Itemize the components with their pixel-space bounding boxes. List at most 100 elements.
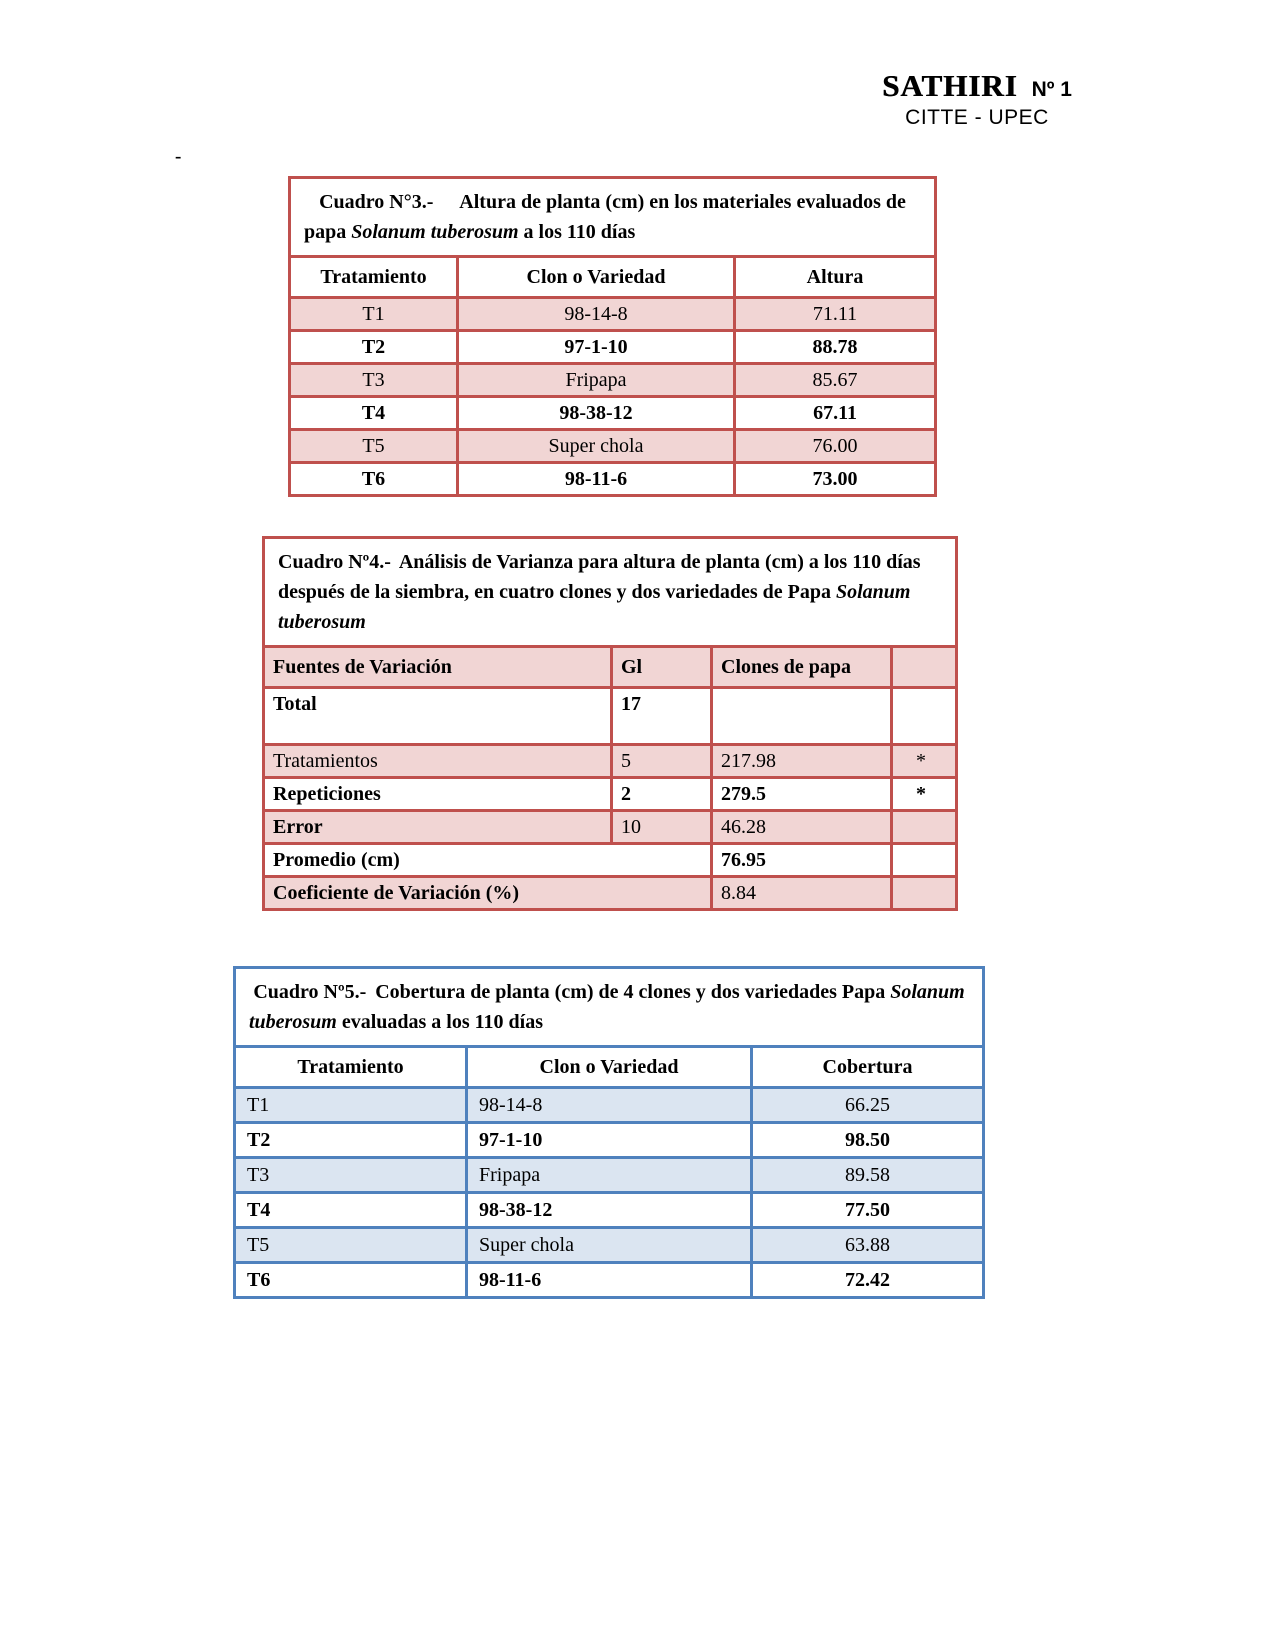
cuadro-4-title-text: Análisis de Varianza para altura de plan… bbox=[278, 551, 921, 603]
cell-fuente: Total bbox=[262, 686, 613, 746]
cuadro-5-table: Cuadro Nº5.- Cobertura de planta (cm) de… bbox=[232, 966, 986, 1299]
cell-tratamiento: T5 bbox=[288, 428, 459, 464]
cell-clon: 97-1-10 bbox=[465, 1121, 753, 1159]
cell-altura: 88.78 bbox=[732, 329, 938, 365]
anova-row-coeficiente: Coeficiente de Variación (%) 8.84 bbox=[262, 875, 959, 911]
cuadro-5-header-row: Tratamiento Clon o Variedad Cobertura bbox=[233, 1045, 986, 1089]
cell-tratamiento: T4 bbox=[233, 1191, 468, 1229]
cuadro-3-table: Cuadro N°3.- Altura de planta (cm) en lo… bbox=[287, 176, 938, 497]
table-row: T1 98-14-8 66.25 bbox=[233, 1086, 986, 1124]
cell-valor bbox=[710, 686, 893, 746]
cuadro-4-title-row: Cuadro Nº4.- Análisis de Varianza para a… bbox=[261, 536, 959, 648]
cell-valor: 8.84 bbox=[710, 875, 893, 911]
cell-gl: 17 bbox=[610, 686, 713, 746]
cell-clon: Super chola bbox=[456, 428, 736, 464]
cell-significancia: * bbox=[889, 776, 959, 812]
cuadro-3-container: Cuadro N°3.- Altura de planta (cm) en lo… bbox=[287, 176, 938, 497]
cuadro-3-title-row: Cuadro N°3.- Altura de planta (cm) en lo… bbox=[287, 176, 938, 258]
cell-clon: 98-38-12 bbox=[456, 395, 736, 431]
col-header-clon: Clon o Variedad bbox=[465, 1045, 753, 1089]
table-row: T4 98-38-12 77.50 bbox=[233, 1191, 986, 1229]
cell-cobertura: 89.58 bbox=[749, 1156, 986, 1194]
cell-fuente: Tratamientos bbox=[262, 743, 613, 779]
cell-significancia: * bbox=[889, 743, 959, 779]
cell-altura: 76.00 bbox=[732, 428, 938, 464]
anova-row-error: Error 10 46.28 bbox=[262, 809, 959, 845]
table-row: T5 Super chola 63.88 bbox=[233, 1226, 986, 1264]
cell-tratamiento: T5 bbox=[233, 1226, 468, 1264]
cell-clon: Fripapa bbox=[456, 362, 736, 398]
cuadro-3-title-tail: a los 110 días bbox=[523, 221, 636, 243]
table-row: T2 97-1-10 88.78 bbox=[288, 329, 938, 365]
cuadro-3-title-species: Solanum tuberosum bbox=[351, 221, 519, 243]
table-row: T4 98-38-12 67.11 bbox=[288, 395, 938, 431]
cell-cobertura: 98.50 bbox=[749, 1121, 986, 1159]
cell-tratamiento: T3 bbox=[233, 1156, 468, 1194]
cuadro-5-title-label: Cuadro Nº5.- bbox=[253, 981, 367, 1003]
cell-tratamiento: T2 bbox=[233, 1121, 468, 1159]
journal-title: SATHIRI bbox=[882, 68, 1018, 103]
cell-valor: 46.28 bbox=[710, 809, 893, 845]
institution-label: CITTE - UPEC bbox=[905, 106, 1049, 129]
cell-altura: 85.67 bbox=[732, 362, 938, 398]
cuadro-4-title-label: Cuadro Nº4.- bbox=[278, 551, 391, 573]
anova-row-repeticiones: Repeticiones 2 279.5 * bbox=[262, 776, 959, 812]
cell-tratamiento: T6 bbox=[233, 1261, 468, 1299]
table-row: T2 97-1-10 98.50 bbox=[233, 1121, 986, 1159]
col-header-tratamiento: Tratamiento bbox=[288, 255, 459, 299]
table-row: T3 Fripapa 89.58 bbox=[233, 1156, 986, 1194]
cell-cobertura: 66.25 bbox=[749, 1086, 986, 1124]
cuadro-5-title-text: Cobertura de planta (cm) de 4 clones y d… bbox=[375, 981, 886, 1003]
cuadro-4-header-row: Fuentes de Variación Gl Clones de papa bbox=[262, 645, 959, 689]
cuadro-4-title: Cuadro Nº4.- Análisis de Varianza para a… bbox=[261, 536, 959, 648]
cell-tratamiento: T3 bbox=[288, 362, 459, 398]
col-header-sig bbox=[889, 645, 959, 689]
cell-cobertura: 72.42 bbox=[749, 1261, 986, 1299]
cell-gl: 10 bbox=[610, 809, 713, 845]
cell-valor: 76.95 bbox=[710, 842, 893, 878]
cell-gl: 2 bbox=[610, 776, 713, 812]
table-row: T6 98-11-6 73.00 bbox=[288, 461, 938, 497]
cell-cobertura: 63.88 bbox=[749, 1226, 986, 1264]
cell-clon: Fripapa bbox=[465, 1156, 753, 1194]
cell-valor: 217.98 bbox=[710, 743, 893, 779]
cell-significancia bbox=[889, 809, 959, 845]
cuadro-3-title-text: Altura de planta (cm) en los materiales … bbox=[304, 191, 906, 243]
cell-tratamiento: T6 bbox=[288, 461, 459, 497]
anova-row-tratamientos: Tratamientos 5 217.98 * bbox=[262, 743, 959, 779]
col-header-tratamiento: Tratamiento bbox=[233, 1045, 468, 1089]
table-row: T1 98-14-8 71.11 bbox=[288, 296, 938, 332]
cell-clon: 98-14-8 bbox=[465, 1086, 753, 1124]
anova-row-promedio: Promedio (cm) 76.95 bbox=[262, 842, 959, 878]
cell-gl: 5 bbox=[610, 743, 713, 779]
cuadro-5-title-tail: evaluadas a los 110 días bbox=[341, 1011, 543, 1033]
cell-significancia bbox=[889, 875, 959, 911]
cell-tratamiento: T2 bbox=[288, 329, 459, 365]
issue-number: Nº 1 bbox=[1031, 78, 1072, 101]
cell-fuente: Promedio (cm) bbox=[262, 842, 713, 878]
cuadro-3-header-row: Tratamiento Clon o Variedad Altura bbox=[288, 255, 938, 299]
col-header-fuentes: Fuentes de Variación bbox=[262, 645, 613, 689]
cell-clon: 98-11-6 bbox=[465, 1261, 753, 1299]
cuadro-4-title-species: Solanum tuberosum bbox=[278, 581, 911, 633]
col-header-clon: Clon o Variedad bbox=[456, 255, 736, 299]
cell-fuente: Coeficiente de Variación (%) bbox=[262, 875, 713, 911]
cell-cobertura: 77.50 bbox=[749, 1191, 986, 1229]
col-header-cobertura: Cobertura bbox=[749, 1045, 986, 1089]
col-header-clones: Clones de papa bbox=[710, 645, 893, 689]
cell-fuente: Error bbox=[262, 809, 613, 845]
cuadro-4-container: Cuadro Nº4.- Análisis de Varianza para a… bbox=[261, 536, 959, 911]
anova-row-total: Total 17 bbox=[262, 686, 959, 746]
col-header-gl: Gl bbox=[610, 645, 713, 689]
table-row: T3 Fripapa 85.67 bbox=[288, 362, 938, 398]
cell-altura: 67.11 bbox=[732, 395, 938, 431]
cell-clon: 98-11-6 bbox=[456, 461, 736, 497]
col-header-altura: Altura bbox=[732, 255, 938, 299]
cuadro-5-title: Cuadro Nº5.- Cobertura de planta (cm) de… bbox=[232, 966, 986, 1048]
stray-dash-mark: - bbox=[175, 146, 182, 167]
cell-clon: Super chola bbox=[465, 1226, 753, 1264]
cuadro-3-title-label: Cuadro N°3.- bbox=[319, 191, 434, 213]
cell-valor: 279.5 bbox=[710, 776, 893, 812]
cuadro-5-title-species: Solanum tuberosum bbox=[249, 981, 965, 1033]
cuadro-4-table: Cuadro Nº4.- Análisis de Varianza para a… bbox=[261, 536, 959, 911]
